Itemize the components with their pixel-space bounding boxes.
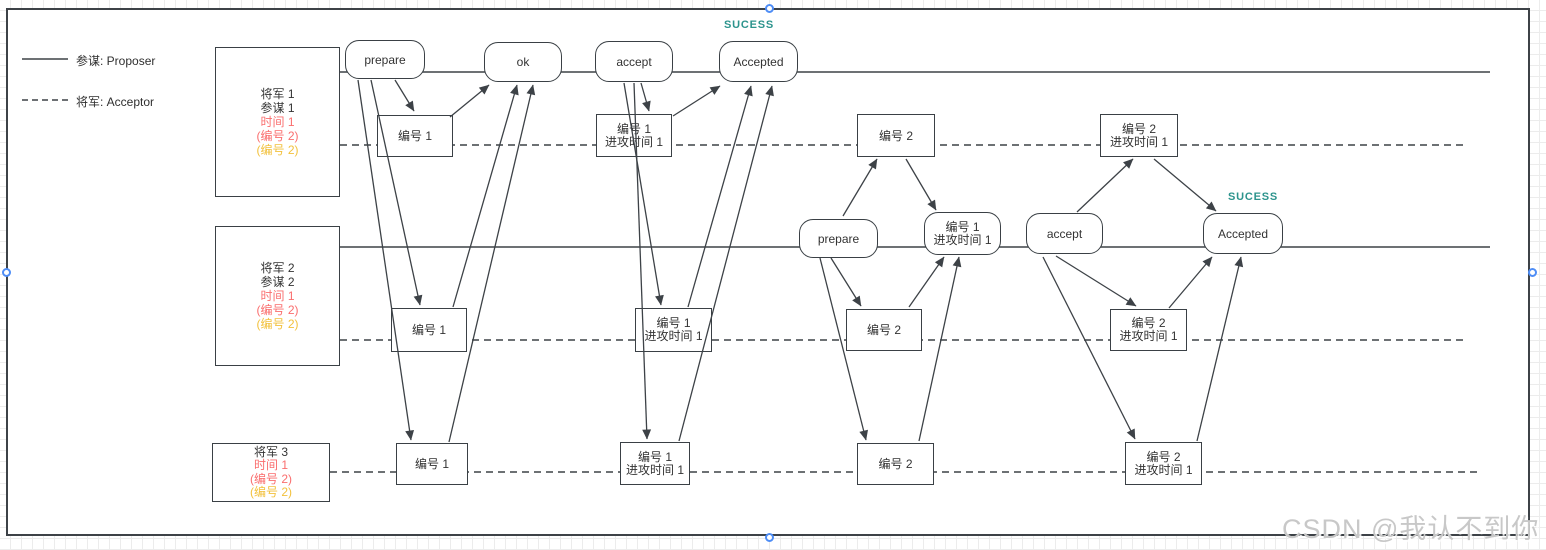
msg-num2-attack-acceptor2[interactable]: 编号 2 进攻时间 1	[1110, 309, 1187, 351]
node-accept-phase1-label: accept	[616, 54, 652, 69]
node-prepare-phase1-label: prepare	[364, 52, 406, 67]
msg-num2-acceptor3[interactable]: 编号 2	[857, 443, 934, 485]
general-3-num-red: (编号 2)	[249, 471, 292, 486]
msg-num2-acceptor1-label: 编号 2	[878, 128, 913, 143]
success-label-phase2[interactable]: SUCESS	[1228, 191, 1279, 203]
node-response-num1-line1: 编号 1	[945, 219, 980, 234]
general-3-num-yel: (编号 2)	[249, 485, 292, 499]
node-response-num1-phase2[interactable]: 编号 1 进攻时间 1	[924, 212, 1001, 255]
general-1-name: 将军 1	[260, 87, 295, 101]
general-1-proposer: 参谋 1	[260, 101, 295, 115]
msg-num1-attack-acceptor1[interactable]: 编号 1 进攻时间 1	[596, 114, 672, 157]
general-2-time: 时间 1	[260, 289, 295, 303]
msg-line: 编号 2	[1121, 121, 1156, 136]
msg-line: 编号 1	[637, 449, 672, 464]
msg-num1-acceptor1[interactable]: 编号 1	[377, 115, 453, 157]
msg-num1-attack-acceptor2[interactable]: 编号 1 进攻时间 1	[635, 308, 712, 352]
general-2-proposer: 参谋 2	[260, 275, 295, 289]
general-1-time: 时间 1	[260, 115, 295, 129]
node-accepted-phase1-label: Accepted	[733, 54, 784, 69]
msg-num1-acceptor2[interactable]: 编号 1	[391, 308, 467, 352]
msg-num1-acceptor1-label: 编号 1	[397, 129, 432, 143]
node-ok-phase1[interactable]: ok	[484, 42, 562, 82]
msg-num2-acceptor1[interactable]: 编号 2	[857, 114, 935, 157]
legend-acceptor-label[interactable]: 将军: Acceptor	[76, 95, 155, 109]
success-label-phase1[interactable]: SUCESS	[724, 19, 775, 31]
general-2-box[interactable]: 将军 2 参谋 2 时间 1 (编号 2) (编号 2)	[215, 226, 340, 366]
node-prepare-phase2[interactable]: prepare	[799, 219, 878, 258]
general-1-num-yel: (编号 2)	[256, 143, 299, 157]
node-accept-phase1[interactable]: accept	[595, 41, 673, 82]
node-ok-phase1-label: ok	[516, 55, 530, 69]
general-2-name: 将军 2	[260, 261, 295, 275]
msg-line: 进攻时间 1	[1119, 329, 1178, 343]
msg-line: 进攻时间 1	[644, 329, 703, 343]
msg-num1-attack-acceptor3[interactable]: 编号 1 进攻时间 1	[620, 442, 690, 485]
msg-num1-acceptor2-label: 编号 1	[411, 323, 446, 337]
msg-num2-attack-acceptor1[interactable]: 编号 2 进攻时间 1	[1100, 114, 1178, 157]
msg-num2-acceptor3-label: 编号 2	[878, 457, 913, 471]
resize-handle-right[interactable]	[1528, 268, 1537, 277]
node-response-num1-line2: 进攻时间 1	[933, 232, 992, 247]
general-3-box[interactable]: 将军 3 时间 1 (编号 2) (编号 2)	[212, 443, 330, 502]
node-accept-phase2-label: accept	[1046, 226, 1083, 241]
node-prepare-phase2-label: prepare	[817, 231, 860, 246]
msg-num1-acceptor3-label: 编号 1	[414, 457, 449, 471]
msg-line: 编号 2	[1131, 316, 1166, 330]
msg-line: 编号 2	[1146, 449, 1181, 464]
csdn-watermark: CSDN @我认不到你	[1282, 514, 1540, 544]
msg-line: 进攻时间 1	[1134, 462, 1193, 477]
msg-num2-acceptor2[interactable]: 编号 2	[846, 309, 922, 351]
resize-handle-left[interactable]	[2, 268, 11, 277]
msg-line: 编号 1	[616, 121, 651, 136]
msg-num1-acceptor3[interactable]: 编号 1	[396, 443, 468, 485]
general-1-box[interactable]: 将军 1 参谋 1 时间 1 (编号 2) (编号 2)	[215, 47, 340, 197]
general-2-num-yel: (编号 2)	[256, 317, 299, 331]
resize-handle-top[interactable]	[765, 4, 774, 13]
resize-handle-bottom[interactable]	[765, 533, 774, 542]
msg-num2-attack-acceptor3[interactable]: 编号 2 进攻时间 1	[1125, 442, 1202, 485]
general-3-name: 将军 3	[253, 444, 288, 459]
msg-line: 进攻时间 1	[604, 134, 663, 149]
node-accepted-phase1[interactable]: Accepted	[719, 41, 798, 82]
node-prepare-phase1[interactable]: prepare	[345, 40, 425, 79]
msg-line: 进攻时间 1	[1109, 134, 1168, 149]
msg-line: 进攻时间 1	[625, 462, 684, 477]
general-3-time: 时间 1	[253, 458, 288, 472]
msg-num2-acceptor2-label: 编号 2	[866, 323, 901, 337]
node-accept-phase2[interactable]: accept	[1026, 213, 1103, 254]
node-accepted-phase2-label: Accepted	[1217, 226, 1269, 241]
legend-proposer-label[interactable]: 参谋: Proposer	[76, 54, 156, 68]
general-1-num-red: (编号 2)	[256, 129, 299, 143]
node-accepted-phase2[interactable]: Accepted	[1203, 213, 1283, 254]
general-2-num-red: (编号 2)	[256, 303, 299, 317]
